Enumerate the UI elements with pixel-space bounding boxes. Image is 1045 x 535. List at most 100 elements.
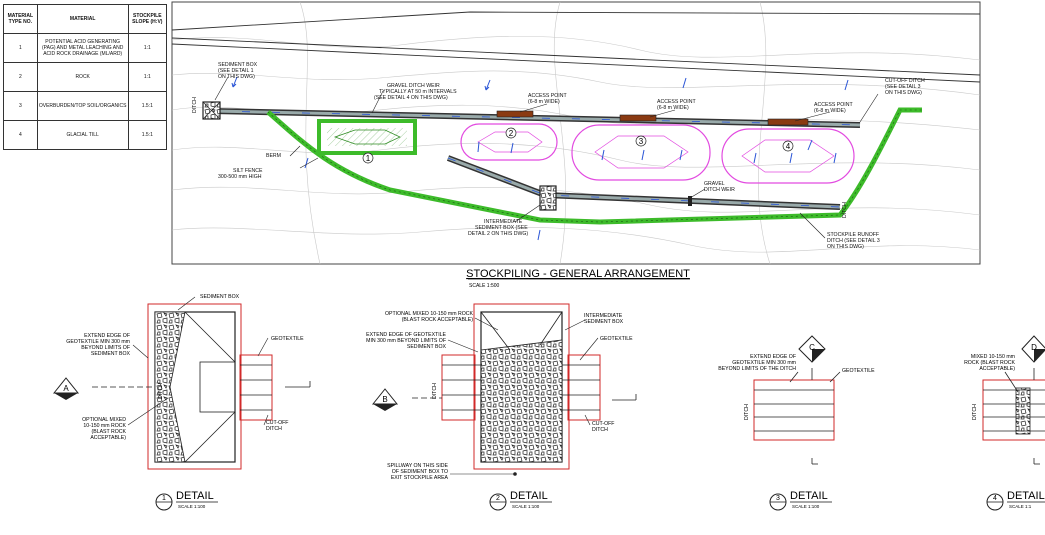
plan-callouts: SEDIMENT BOX (SEE DETAIL 1 ON THIS DWG) … — [192, 62, 925, 250]
svg-text:DITCH: DITCH — [266, 426, 282, 432]
svg-text:DITCH (SEE DETAIL 3: DITCH (SEE DETAIL 3 — [827, 238, 880, 244]
svg-text:BEYOND LIMITS OF: BEYOND LIMITS OF — [81, 345, 130, 351]
detail-4-number: 4 — [993, 495, 997, 502]
svg-text:(SEE DETAIL 3: (SEE DETAIL 3 — [885, 84, 921, 90]
stockpile-4 — [721, 128, 855, 184]
svg-text:ACCEPTABLE): ACCEPTABLE) — [979, 366, 1015, 372]
svg-text:SEDIMENT BOX: SEDIMENT BOX — [584, 319, 624, 325]
svg-text:300-500 mm HIGH: 300-500 mm HIGH — [218, 174, 262, 180]
svg-text:DETAIL 2 ON THIS DWG): DETAIL 2 ON THIS DWG) — [468, 231, 528, 237]
svg-text:CUT-OFF: CUT-OFF — [592, 421, 614, 427]
svg-text:EXTEND EDGE OF: EXTEND EDGE OF — [84, 333, 130, 339]
svg-text:DITCH: DITCH — [432, 383, 438, 399]
svg-text:DITCH: DITCH — [744, 404, 750, 420]
svg-text:OPTIONAL MIXED: OPTIONAL MIXED — [82, 417, 126, 423]
table-row: 1 POTENTIAL ACID GENERATING (PAG) AND ME… — [3, 33, 168, 63]
svg-text:GEOTEXTILE: GEOTEXTILE — [600, 336, 633, 342]
svg-text:SCALE 1:100: SCALE 1:100 — [792, 504, 820, 509]
detail-4-title: DETAIL — [1007, 490, 1045, 502]
header-type-no: MATERIAL TYPE NO. — [3, 4, 38, 34]
section-d: D — [1031, 343, 1037, 352]
material-table: MATERIAL TYPE NO. MATERIAL STOCKPILE SLO… — [3, 4, 168, 150]
pile-number-1: 1 — [366, 154, 371, 163]
table-row: 3 OVERBURDEN/TOP SOIL/ORGANICS 1.5:1 — [3, 91, 168, 121]
plan-scale: SCALE 1:500 — [469, 283, 500, 289]
svg-text:SEDIMENT BOX: SEDIMENT BOX — [91, 351, 131, 357]
stockpile-3 — [571, 124, 711, 181]
svg-text:DITCH WEIR: DITCH WEIR — [704, 187, 735, 193]
stockpile-2 — [460, 123, 558, 161]
svg-text:ON THIS DWG): ON THIS DWG) — [885, 90, 922, 96]
access-point-3 — [767, 118, 809, 126]
label-cutoff-ditch: CUT-OFF DITCH — [885, 78, 925, 84]
svg-text:SCALE 1:100: SCALE 1:100 — [178, 504, 206, 509]
detail-1-number: 1 — [162, 495, 166, 502]
road-edge — [171, 37, 981, 76]
svg-text:OF SEDIMENT BOX TO: OF SEDIMENT BOX TO — [392, 469, 448, 475]
leader-lines — [214, 76, 879, 239]
svg-text:OPTIONAL MIXED 10-150 mm ROCK: OPTIONAL MIXED 10-150 mm ROCK — [385, 311, 474, 317]
intermediate-sediment-box — [539, 185, 557, 211]
pile-number-2: 2 — [509, 129, 514, 138]
detail-4-outline — [982, 379, 1045, 441]
pile-labels: 1 2 3 4 — [362, 127, 794, 164]
plan-title: STOCKPILING - GENERAL ARRANGEMENT — [466, 268, 690, 280]
svg-text:GEOTEXTILE: GEOTEXTILE — [271, 336, 304, 342]
svg-text:GEOTEXTILE: GEOTEXTILE — [842, 368, 875, 374]
section-c: C — [809, 343, 815, 352]
table-row: 2 ROCK 1:1 — [3, 62, 168, 92]
label-access-point-2: ACCESS POINT — [657, 99, 696, 105]
svg-text:(6-8 m WIDE): (6-8 m WIDE) — [528, 99, 560, 105]
table-row: 4 GLACIAL TILL 1.5:1 — [3, 120, 168, 150]
svg-text:SEDIMENT BOX (SEE: SEDIMENT BOX (SEE — [475, 225, 528, 231]
detail-1-labels: SEDIMENT BOX EXTEND EDGE OF GEOTEXTILE M… — [66, 294, 304, 441]
label-ditch-right: DITCH — [842, 202, 848, 218]
svg-text:ROCK (BLAST ROCK: ROCK (BLAST ROCK — [964, 360, 1015, 366]
detail-1: A SEDIMENT BOX EXTEND EDGE OF GEOTEXTILE… — [52, 294, 311, 511]
label-gravel-weir: GRAVEL DITCH WEIR — [387, 83, 440, 89]
detail-1-outline — [147, 303, 242, 470]
detail-2-title: DETAIL — [510, 490, 548, 502]
svg-text:ACCEPTABLE): ACCEPTABLE) — [90, 435, 126, 441]
detail-3-labels: EXTEND EDGE OF GEOTEXTILE MIN 300 mm BEY… — [718, 354, 875, 420]
svg-text:MIN 300 mm BEYOND LIMITS OF: MIN 300 mm BEYOND LIMITS OF — [366, 338, 446, 344]
svg-text:EXTEND EDGE OF: EXTEND EDGE OF — [750, 354, 796, 360]
svg-text:10-150 mm ROCK: 10-150 mm ROCK — [83, 423, 126, 429]
svg-text:CUT-OFF: CUT-OFF — [266, 420, 288, 426]
gravel-ditch-weir — [688, 196, 692, 206]
detail-3-title: DETAIL — [790, 490, 828, 502]
flow-arrows — [231, 76, 849, 241]
label-sediment-box: SEDIMENT BOX — [218, 62, 258, 68]
svg-text:(SEE DETAIL 4 ON THIS DWG): (SEE DETAIL 4 ON THIS DWG) — [374, 95, 448, 101]
label-ditch-left: DITCH — [192, 97, 198, 113]
pile-number-3: 3 — [639, 137, 644, 146]
road-edge — [171, 43, 981, 83]
detail-2-labels: OPTIONAL MIXED 10-150 mm ROCK (BLAST ROC… — [366, 311, 633, 481]
svg-text:SCALE 1:100: SCALE 1:100 — [512, 504, 540, 509]
svg-text:ON THIS DWG): ON THIS DWG) — [827, 244, 864, 250]
detail-1-title: DETAIL — [176, 490, 214, 502]
detail-2: B OPTIONAL MIXED 10-150 mm ROCK (BLAST R… — [366, 303, 637, 511]
detail-2-number: 2 — [496, 495, 500, 502]
label-silt-fence: SILT FENCE — [233, 168, 263, 174]
detail-4-labels: MIXED 10-150 mm ROCK (BLAST ROCK ACCEPTA… — [964, 354, 1015, 420]
svg-text:SCALE 1:1: SCALE 1:1 — [1009, 504, 1032, 509]
svg-text:SEDIMENT BOX: SEDIMENT BOX — [200, 294, 240, 300]
svg-text:DITCH: DITCH — [972, 404, 978, 420]
svg-text:MIXED 10-150 mm: MIXED 10-150 mm — [971, 354, 1015, 360]
svg-text:ON THIS DWG): ON THIS DWG) — [218, 74, 255, 80]
label-gravel-weir-2: GRAVEL — [704, 181, 725, 187]
detail-2-rock — [480, 339, 563, 463]
svg-text:(6-8 m WIDE): (6-8 m WIDE) — [814, 108, 846, 114]
detail-3-number: 3 — [776, 495, 780, 502]
detail-2-outline — [473, 303, 570, 470]
svg-text:(SEE DETAIL 1: (SEE DETAIL 1 — [218, 68, 254, 74]
access-point-1 — [496, 110, 534, 118]
svg-text:EXIT STOCKPILE AREA: EXIT STOCKPILE AREA — [391, 475, 449, 481]
svg-text:(BLAST ROCK: (BLAST ROCK — [92, 429, 127, 435]
svg-text:DITCH: DITCH — [158, 383, 164, 399]
label-runoff-ditch: STOCKPILE RUNOFF — [827, 232, 879, 238]
svg-text:INTERMEDIATE: INTERMEDIATE — [584, 313, 623, 319]
label-access-point-3: ACCESS POINT — [814, 102, 853, 108]
